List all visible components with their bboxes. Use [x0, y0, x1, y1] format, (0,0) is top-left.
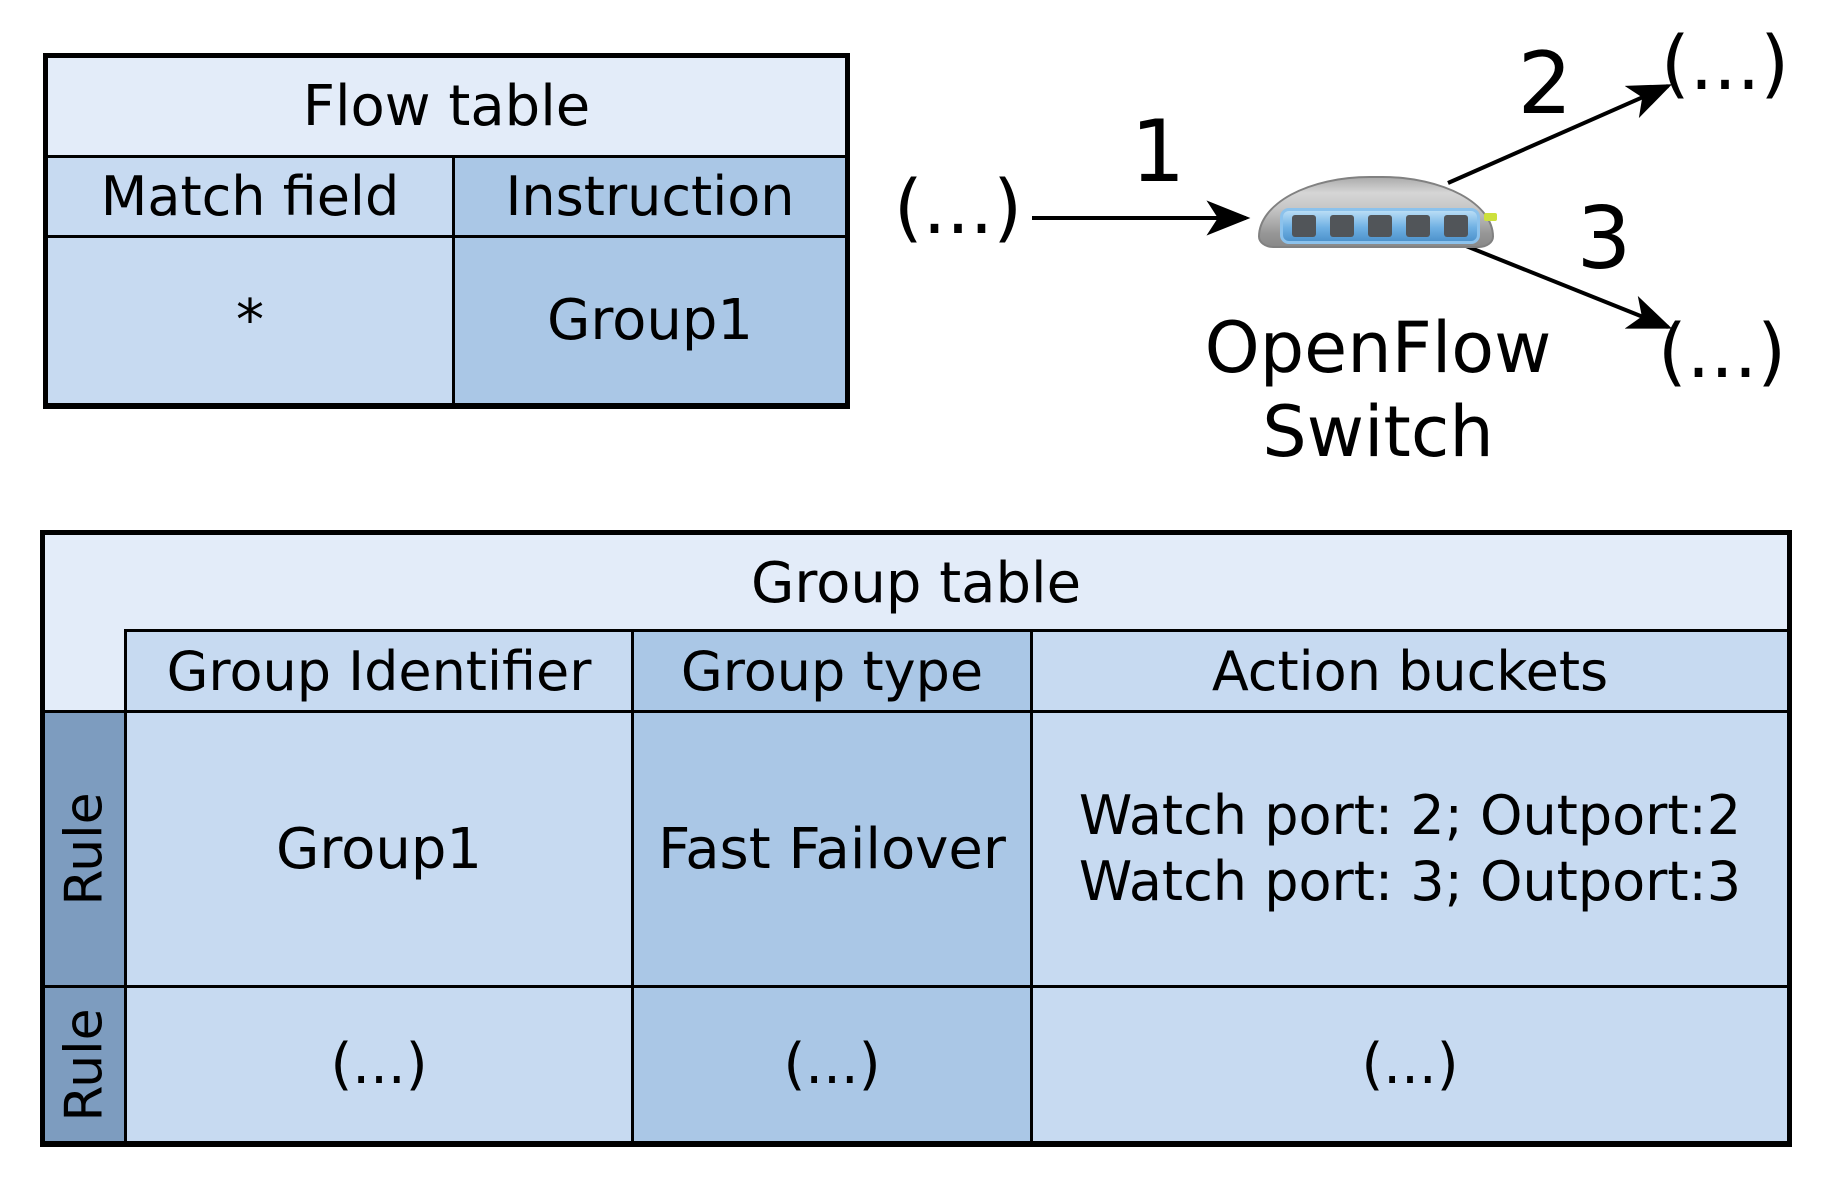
switch-port-icon [1330, 215, 1354, 237]
port-1-label: 1 [1130, 102, 1186, 202]
switch-front-panel [1280, 208, 1480, 244]
group-table-row1-buckets: Watch port: 2; Outport:2 Watch port: 3; … [1030, 710, 1790, 988]
flow-table-cell-instruction: Group1 [452, 235, 848, 406]
flow-table-cell-match-field: * [45, 235, 455, 406]
group-table-header-identifier: Group Identifier [124, 629, 634, 713]
switch-port-icon [1444, 215, 1468, 237]
bucket-line: Watch port: 3; Outport:3 [1078, 850, 1742, 913]
flow-table-header-match-field: Match field [45, 155, 455, 238]
switch-led-icon [1484, 213, 1497, 221]
group-table-row2-rule-header: Rule [42, 985, 127, 1144]
flow-table-header-instruction: Instruction [452, 155, 848, 238]
switch-port-icon [1292, 215, 1316, 237]
arrow-port3 [1455, 240, 1673, 329]
switch-port-icon [1406, 215, 1430, 237]
output-node-top: (...) [1660, 21, 1790, 107]
group-table-row1-rule-header: Rule [42, 710, 127, 988]
arrow-port2 [1447, 84, 1673, 185]
rule-label: Rule [54, 792, 115, 906]
switch-name-label: OpenFlow Switch [1178, 306, 1578, 474]
port-3-label: 3 [1576, 189, 1632, 289]
bucket-line: Watch port: 2; Outport:2 [1078, 784, 1742, 847]
switch-name-line2: Switch [1262, 391, 1494, 473]
group-table-row2-buckets: (...) [1030, 985, 1790, 1144]
group-table-title: Group table [42, 532, 1790, 632]
arrow-lines [1032, 84, 1673, 329]
group-table-corner [42, 629, 127, 713]
input-node: (...) [893, 165, 1023, 251]
rule-label: Rule [54, 1007, 115, 1122]
port-2-label: 2 [1517, 34, 1573, 134]
group-table-header-type: Group type [631, 629, 1033, 713]
switch-port-icon [1368, 215, 1392, 237]
switch-name-line1: OpenFlow [1204, 307, 1552, 389]
group-table-row2-identifier: (...) [124, 985, 634, 1144]
flow-table-title: Flow table [45, 55, 848, 158]
group-table-row1-type: Fast Failover [631, 710, 1033, 988]
output-node-bottom: (...) [1657, 309, 1787, 395]
group-table-row1-identifier: Group1 [124, 710, 634, 988]
group-table-row2-type: (...) [631, 985, 1033, 1144]
group-table-header-buckets: Action buckets [1030, 629, 1790, 713]
